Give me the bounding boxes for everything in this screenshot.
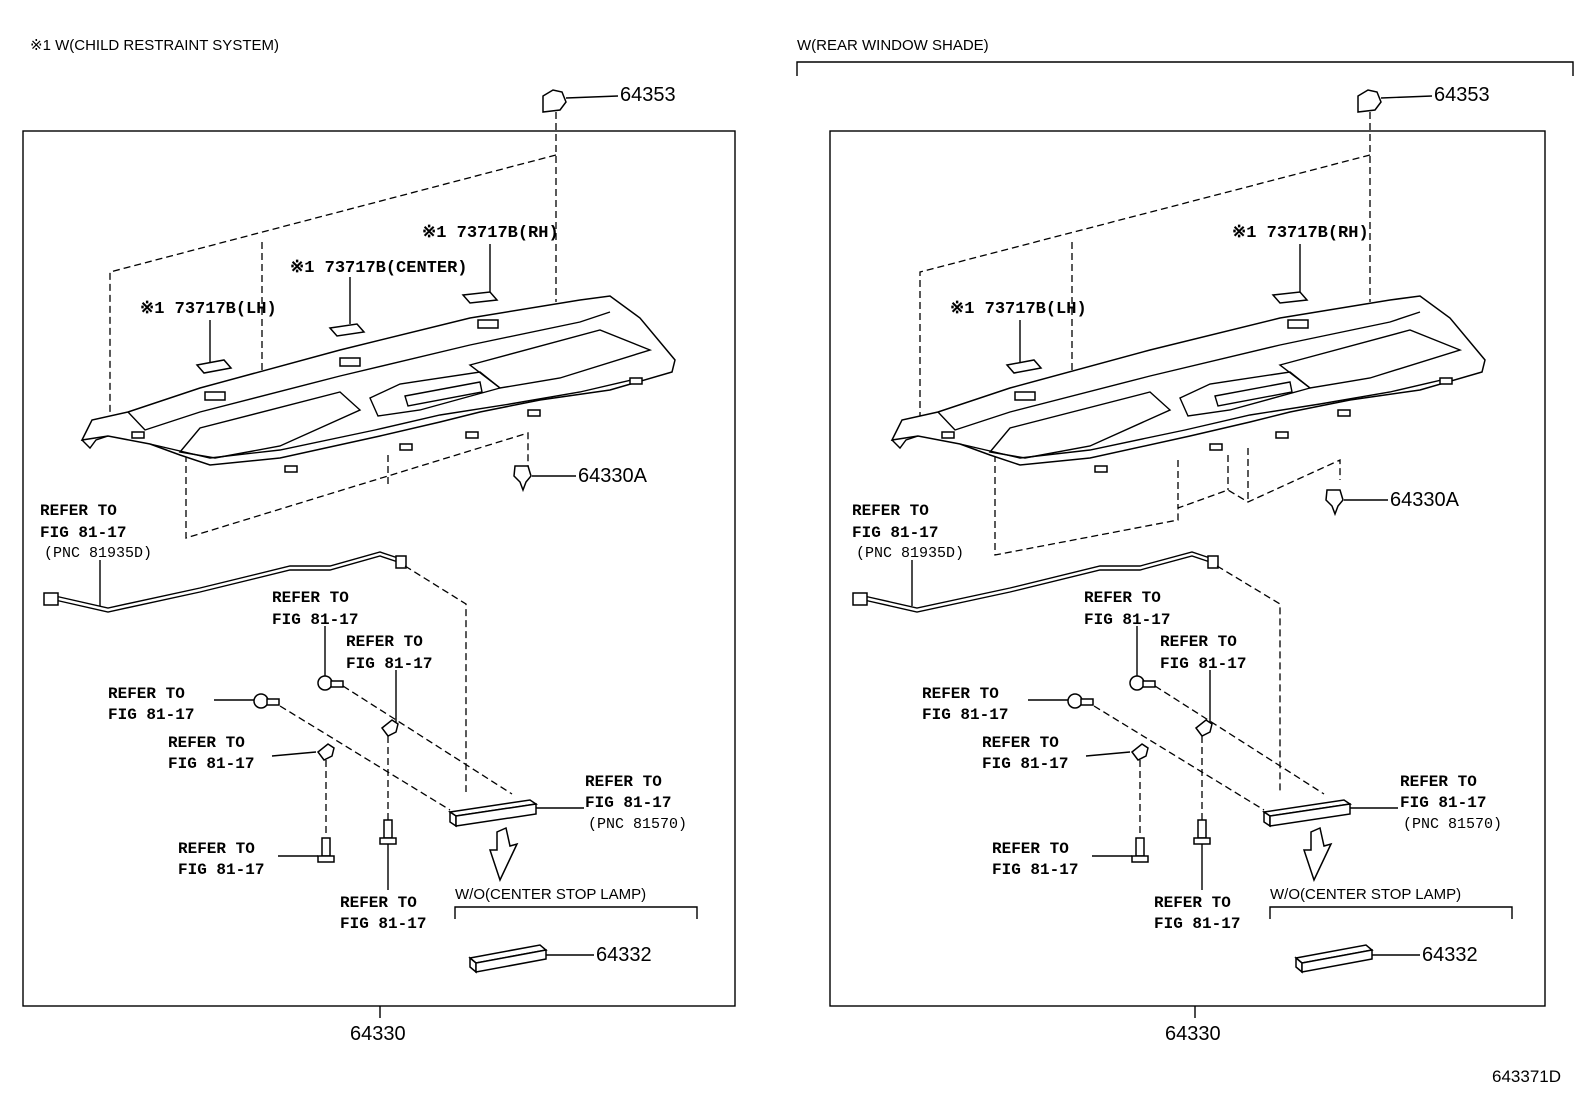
right-panel-frame xyxy=(829,130,1546,1007)
cover-64332: 64332 xyxy=(468,944,652,974)
ref-wire-pnc-r: (PNC 81935D) xyxy=(856,545,964,562)
bolt-top xyxy=(317,626,344,691)
ref-screw-mid-fig: FIG 81-17 xyxy=(340,915,426,933)
ref-bolt-top-fig-r: FIG 81-17 xyxy=(1084,611,1170,629)
clip-mid-r xyxy=(1194,670,1213,737)
center-stop-lamp xyxy=(447,799,584,883)
center-stop-lamp-r xyxy=(1261,799,1398,883)
ref-clip-mid-refer: REFER TO xyxy=(346,633,423,651)
ref-bolt-left-refer: REFER TO xyxy=(108,685,185,703)
screw-bottom-mid xyxy=(379,819,397,890)
ref-bolt-top-refer: REFER TO xyxy=(272,589,349,607)
ref-bolt-left-fig: FIG 81-17 xyxy=(108,706,194,724)
ref-bolt-left-fig-r: FIG 81-17 xyxy=(922,706,1008,724)
ref-screw-left-fig: FIG 81-17 xyxy=(178,861,264,879)
screw-bottom-left xyxy=(278,837,335,863)
callout-rh-r: ※1 73717B(RH) xyxy=(1232,224,1369,243)
clip-64353: 64353 xyxy=(542,84,676,113)
ref-lamp-refer: REFER TO xyxy=(585,773,662,791)
bolt-left xyxy=(214,693,280,709)
package-tray-r xyxy=(890,295,1486,473)
ref-screw-mid-refer: REFER TO xyxy=(340,894,417,912)
part-number-64330a-r: 64330A xyxy=(1390,489,1460,511)
part-number-64330: 64330 xyxy=(350,1023,406,1045)
callout-lh-r: ※1 73717B(LH) xyxy=(950,300,1087,319)
ref-lamp-pnc-r: (PNC 81570) xyxy=(1403,816,1502,833)
package-tray xyxy=(80,295,676,473)
left-panel-header: ※1 W(CHILD RESTRAINT SYSTEM) xyxy=(30,37,279,54)
clip-73717b-rh-r: ※1 73717B(RH) xyxy=(1232,224,1369,304)
clip-left xyxy=(271,743,335,761)
clip-73717b-center: ※1 73717B(CENTER) xyxy=(290,259,467,337)
part-number-64330-r: 64330 xyxy=(1165,1023,1221,1045)
clip-64330a: 64330A xyxy=(513,465,648,493)
figure-code: 643371D xyxy=(1492,1067,1561,1086)
part-number-64332-r: 64332 xyxy=(1422,944,1478,966)
clip-73717b-rh: ※1 73717B(RH) xyxy=(422,224,559,304)
ref-wire-pnc: (PNC 81935D) xyxy=(44,545,152,562)
clip-mid xyxy=(380,670,399,737)
right-panel-header: W(REAR WINDOW SHADE) xyxy=(797,37,989,54)
wire-harness-r xyxy=(852,551,1219,613)
ref-clip-left-refer: REFER TO xyxy=(168,734,245,752)
ref-lamp-fig-r: FIG 81-17 xyxy=(1400,794,1486,812)
clip-left-r xyxy=(1085,743,1149,761)
ref-wire-fig: FIG 81-17 xyxy=(40,524,126,542)
ref-screw-mid-fig-r: FIG 81-17 xyxy=(1154,915,1240,933)
ref-lamp-refer-r: REFER TO xyxy=(1400,773,1477,791)
left-panel: ※1 W(CHILD RESTRAINT SYSTEM) 64353 xyxy=(22,37,736,1045)
part-number-64353: 64353 xyxy=(620,84,676,106)
screw-bottom-mid-r xyxy=(1193,819,1211,890)
ref-wire-refer: REFER TO xyxy=(40,502,117,520)
part-number-64330a: 64330A xyxy=(578,465,648,487)
bolt-left-r xyxy=(1028,693,1094,709)
ref-screw-left-refer: REFER TO xyxy=(178,840,255,858)
left-panel-frame xyxy=(22,130,736,1007)
clip-64330a-r: 64330A xyxy=(1325,489,1460,517)
screw-bottom-left-r xyxy=(1092,837,1149,863)
ref-screw-left-refer-r: REFER TO xyxy=(992,840,1069,858)
ref-clip-mid-fig-r: FIG 81-17 xyxy=(1160,655,1246,673)
ref-clip-left-fig: FIG 81-17 xyxy=(168,755,254,773)
bolt-top-r xyxy=(1129,626,1156,691)
cover-64332-r: 64332 xyxy=(1294,944,1478,974)
ref-screw-mid-refer-r: REFER TO xyxy=(1154,894,1231,912)
callout-rh: ※1 73717B(RH) xyxy=(422,224,559,243)
ref-lamp-pnc: (PNC 81570) xyxy=(588,816,687,833)
ref-bolt-top-refer-r: REFER TO xyxy=(1084,589,1161,607)
ref-wire-refer-r: REFER TO xyxy=(852,502,929,520)
ref-clip-left-fig-r: FIG 81-17 xyxy=(982,755,1068,773)
clip-73717b-lh-r: ※1 73717B(LH) xyxy=(950,300,1087,374)
clip-73717b-lh: ※1 73717B(LH) xyxy=(140,300,277,374)
wo-label: W/O(CENTER STOP LAMP) xyxy=(455,886,646,903)
callout-center: ※1 73717B(CENTER) xyxy=(290,259,467,278)
ref-screw-left-fig-r: FIG 81-17 xyxy=(992,861,1078,879)
clip-64353-r: 64353 xyxy=(1357,84,1490,113)
ref-clip-left-refer-r: REFER TO xyxy=(982,734,1059,752)
part-number-64332: 64332 xyxy=(596,944,652,966)
part-number-64353-r: 64353 xyxy=(1434,84,1490,106)
ref-wire-fig-r: FIG 81-17 xyxy=(852,524,938,542)
ref-bolt-left-refer-r: REFER TO xyxy=(922,685,999,703)
ref-bolt-top-fig: FIG 81-17 xyxy=(272,611,358,629)
wo-label-r: W/O(CENTER STOP LAMP) xyxy=(1270,886,1461,903)
ref-lamp-fig: FIG 81-17 xyxy=(585,794,671,812)
right-panel: W(REAR WINDOW SHADE) 64353 xyxy=(796,37,1574,1045)
callout-lh: ※1 73717B(LH) xyxy=(140,300,277,319)
ref-clip-mid-refer-r: REFER TO xyxy=(1160,633,1237,651)
ref-clip-mid-fig: FIG 81-17 xyxy=(346,655,432,673)
wire-harness xyxy=(43,551,407,613)
